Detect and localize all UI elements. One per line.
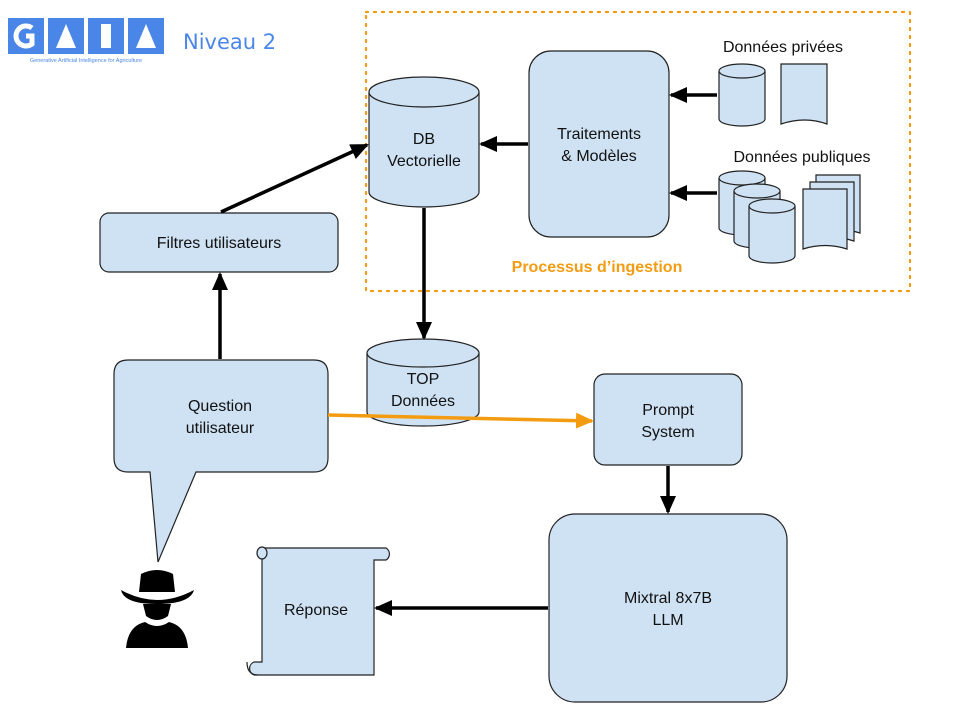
prompt-box: Prompt System xyxy=(593,373,743,466)
reponse-label: Réponse xyxy=(284,602,348,619)
public-db-icons xyxy=(718,170,796,264)
traitements-label-2: & Modèles xyxy=(561,148,637,165)
question-label-1: Question xyxy=(188,398,252,415)
prompt-label-2: System xyxy=(641,424,694,441)
logo-tagline: Generative Artificial Intelligence for A… xyxy=(30,58,142,64)
mixtral-label-2: LLM xyxy=(652,612,683,629)
prompt-label-1: Prompt xyxy=(642,402,694,419)
public-doc-icons xyxy=(802,174,861,250)
filtres-label: Filtres utilisateurs xyxy=(157,235,281,252)
private-doc-icon xyxy=(780,63,828,125)
mixtral-label-1: Mixtral 8x7B xyxy=(624,590,712,607)
private-db-icon xyxy=(718,63,766,127)
top-label-2: Données xyxy=(391,393,455,410)
gaia-logo: Generative Artificial Intelligence for A… xyxy=(8,18,164,64)
traitements-box: Traitements & Modèles xyxy=(528,50,670,238)
page-title: Niveau 2 xyxy=(183,30,276,54)
donnees-privees-label: Données privées xyxy=(723,39,843,56)
arrow-filtres-to-db xyxy=(220,143,369,214)
traitements-label-1: Traitements xyxy=(557,126,641,143)
question-label-2: utilisateur xyxy=(186,420,255,437)
question-bubble: Question utilisateur xyxy=(113,359,329,563)
top-donnees: TOP Données xyxy=(366,338,480,427)
reponse-scroll: Réponse xyxy=(246,546,390,676)
processus-label: Processus d’ingestion xyxy=(512,259,683,276)
db-label-1: DB xyxy=(413,131,435,148)
top-label-1: TOP xyxy=(407,371,440,388)
db-vectorielle: DB Vectorielle xyxy=(368,76,480,208)
filtres-box: Filtres utilisateurs xyxy=(99,212,339,273)
mixtral-box: Mixtral 8x7B LLM xyxy=(548,513,788,703)
user-cowboy-icon xyxy=(121,570,194,648)
db-label-2: Vectorielle xyxy=(387,153,461,170)
arrow-question-to-prompt xyxy=(327,412,594,429)
donnees-publiques-label: Données publiques xyxy=(734,149,871,166)
